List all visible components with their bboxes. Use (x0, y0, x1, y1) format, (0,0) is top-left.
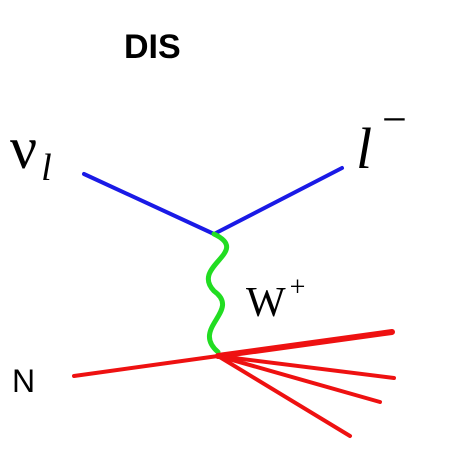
outgoing-hadron-jet-3 (216, 354, 382, 404)
incoming-neutrino-line (82, 172, 216, 236)
outgoing-hadron-jet-1 (215, 329, 395, 359)
nucleon-label: N (12, 363, 35, 399)
diagram-title: DIS (124, 28, 181, 66)
neutrino-subscript: l (41, 147, 52, 189)
w-boson-propagator (205, 231, 230, 355)
lepton-label: l − (356, 95, 407, 181)
outgoing-hadron-jet-4 (216, 354, 352, 438)
lepton-symbol: l (356, 116, 372, 181)
lepton-charge: − (382, 95, 407, 144)
boson-charge: + (290, 272, 306, 303)
boson-label: W + (246, 272, 305, 326)
outgoing-lepton-line (212, 166, 344, 236)
neutrino-symbol: ν (10, 115, 37, 181)
incoming-nucleon-line (72, 354, 220, 378)
boson-symbol: W (246, 280, 286, 326)
outgoing-hadron-jet-2 (216, 354, 396, 380)
neutrino-label: ν l (10, 115, 52, 189)
